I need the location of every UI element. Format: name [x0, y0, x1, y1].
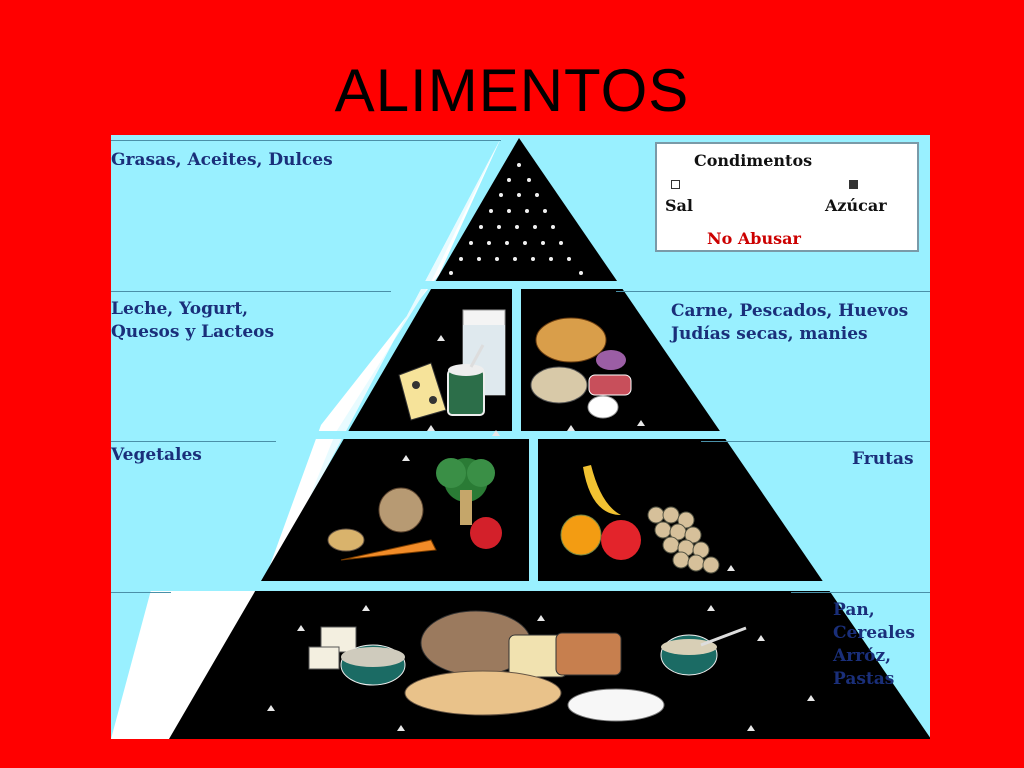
rule-dairy: [111, 291, 391, 292]
slide-title: ALIMENTOS: [334, 57, 690, 124]
label-dairy-line1: Leche, Yogurt,: [111, 299, 249, 319]
rule-fats: [111, 140, 501, 141]
label-grains-line1: Pan,: [833, 600, 875, 620]
legend-sugar: Azúcar: [825, 196, 887, 215]
fruit-foods: [560, 465, 720, 574]
grain-foods: [308, 610, 747, 722]
condiments-legend: Condimentos Sal Azúcar No Abusar: [655, 142, 919, 252]
label-protein-line2: Judías secas, manies: [671, 324, 868, 344]
label-fruits: Frutas: [852, 449, 914, 469]
salt-marker-icon: [671, 180, 680, 189]
pyramid-sprinkles: [267, 335, 815, 731]
legend-salt: Sal: [665, 196, 693, 215]
pyramid-side-face: [111, 138, 501, 739]
protein-foods: [530, 317, 632, 419]
rule-fruits: [701, 441, 930, 442]
label-grains-line3: Arróz,: [833, 646, 892, 666]
split-upper: [512, 285, 521, 435]
food-pyramid-illustration: [111, 138, 930, 739]
label-fats-sweets: Grasas, Aceites, Dulces: [111, 150, 333, 170]
rule-grains-left: [111, 592, 171, 593]
band-3: [111, 581, 930, 591]
label-dairy-line2: Quesos y Lacteos: [111, 322, 275, 342]
label-vegetables: Vegetales: [111, 445, 202, 465]
split-middle: [529, 435, 538, 585]
fats-sweets-dots: [449, 163, 583, 275]
label-protein-line1: Carne, Pescados, Huevos: [671, 301, 909, 321]
label-grains-line2: Cereales: [833, 623, 915, 643]
food-pyramid-panel: Grasas, Aceites, Dulces Leche, Yogurt, Q…: [111, 135, 930, 739]
label-grains-line4: Pastas: [833, 669, 895, 689]
rule-grains: [791, 592, 930, 593]
vegetable-foods: [327, 458, 502, 561]
rule-vegetables: [111, 441, 276, 442]
legend-heading: Condimentos: [694, 151, 813, 170]
dairy-foods: [398, 309, 506, 421]
legend-warning: No Abusar: [707, 229, 801, 248]
sugar-marker-icon: [849, 180, 858, 189]
rule-protein: [616, 291, 930, 292]
